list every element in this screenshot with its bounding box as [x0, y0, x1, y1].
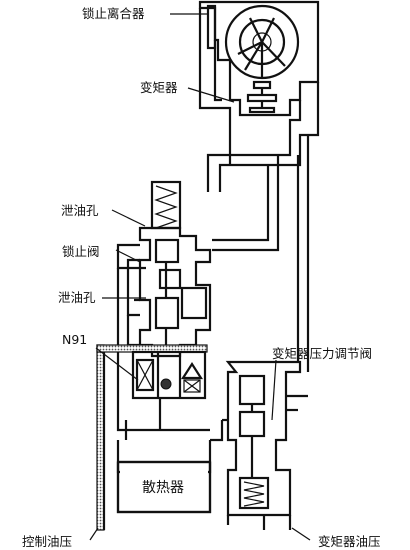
lockup-valve: [138, 180, 212, 358]
label-lockup-clutch: 锁止离合器: [82, 6, 145, 21]
label-tc-pressure: 变矩器油压: [318, 534, 381, 549]
label-drain-hole-lower: 泄油孔: [58, 290, 96, 305]
lockup-clutch-plate: [206, 4, 217, 50]
label-lockup-valve: 锁止阀: [62, 244, 100, 259]
label-drain-hole-upper: 泄油孔: [61, 203, 99, 218]
label-radiator: 散热器: [142, 480, 184, 496]
label-torque-converter: 变矩器: [140, 80, 178, 95]
fluid-lines: [198, 8, 320, 372]
left-pipes: [96, 243, 210, 531]
radiator-box: [116, 398, 224, 514]
leader-lines: [89, 13, 311, 541]
tc-pressure-regulator-valve: [222, 360, 308, 530]
n91-solenoid: [131, 350, 207, 400]
label-control-pressure: 控制油压: [22, 534, 72, 549]
label-tc-pressure-regulator: 变矩器压力调节阀: [272, 346, 372, 361]
label-n91: N91: [62, 332, 87, 347]
torque-converter: [198, 0, 320, 117]
